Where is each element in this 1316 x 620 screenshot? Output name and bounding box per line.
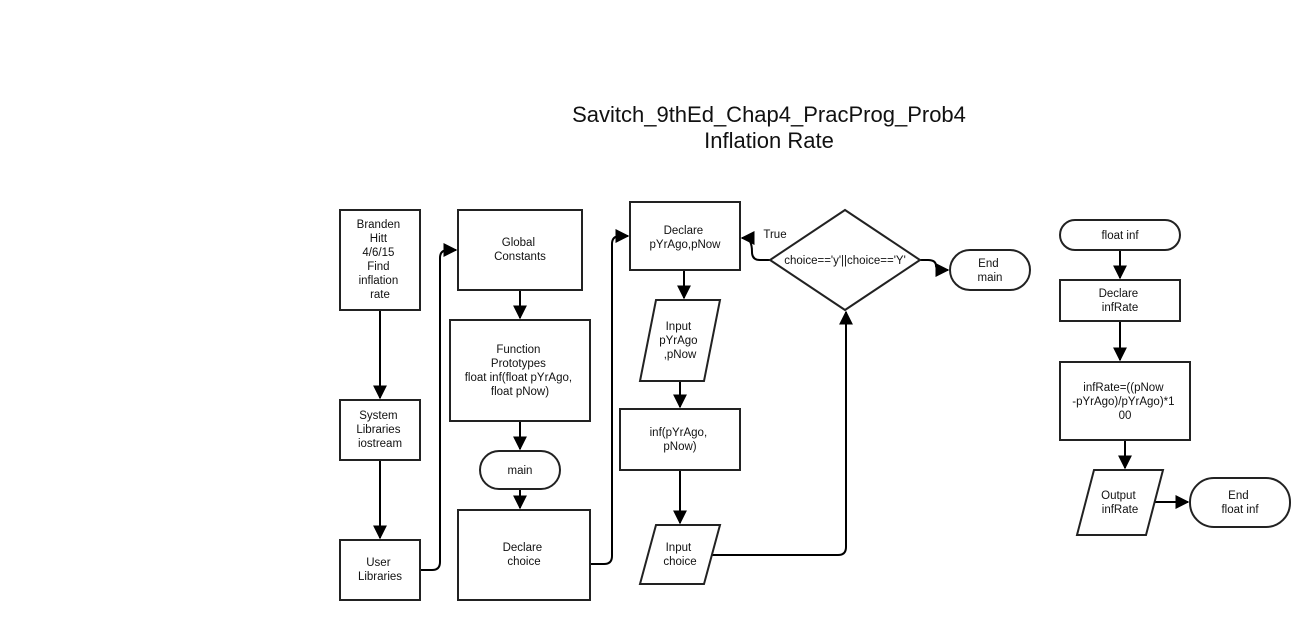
node-declare-choice-text: Declare choice: [503, 542, 546, 568]
node-global-constants-text: Global Constants: [494, 237, 546, 263]
node-output-infrate-text: Output infRate: [1101, 490, 1139, 516]
node-declare-choice: Declare choice: [457, 509, 591, 601]
node-output-infrate: Output infRate: [1075, 469, 1165, 536]
edge-label-true: True: [763, 229, 786, 241]
edge-decision-true-loop: [740, 231, 770, 261]
node-compute-infrate: infRate=((pNow -pYrAgo)/pYrAgo)*1 00: [1059, 361, 1191, 441]
node-declare-infrate-text: Declare infRate: [1099, 288, 1142, 314]
node-input-prices-text: Input pYrAgo ,pNow: [659, 321, 701, 361]
node-main-start-text: main: [508, 465, 533, 477]
node-header-comment-text: Branden Hitt 4/6/15 Find inflation rate: [357, 219, 404, 301]
node-user-libraries-text: User Libraries: [358, 557, 402, 583]
diagram-title-line2: Inflation Rate: [704, 128, 834, 153]
node-end-float-inf-text: End float inf: [1221, 490, 1259, 516]
diagram-title-line1: Savitch_9thEd_Chap4_PracProg_Prob4: [572, 102, 966, 127]
node-system-libraries-text: System Libraries iostream: [356, 410, 403, 450]
edge-decision-to-end-main: [920, 259, 950, 277]
node-float-inf-start-text: float inf: [1101, 230, 1139, 242]
edge-input-choice-to-decision: [710, 310, 853, 556]
node-float-inf-start: float inf: [1059, 219, 1181, 251]
node-function-prototypes: Function Prototypes float inf(float pYrA…: [449, 319, 591, 422]
node-decision-choice-text: choice=='y'||choice=='Y': [784, 255, 906, 267]
node-end-main: End main: [949, 249, 1031, 291]
edge-declare-choice-to-declare-prices: [590, 229, 630, 565]
node-end-float-inf: End float inf: [1189, 477, 1291, 528]
node-input-prices: Input pYrAgo ,pNow: [638, 299, 722, 382]
node-header-comment: Branden Hitt 4/6/15 Find inflation rate: [339, 209, 421, 311]
node-call-inf-text: inf(pYrAgo, pNow): [650, 427, 711, 453]
node-compute-infrate-text: infRate=((pNow -pYrAgo)/pYrAgo)*1 00: [1072, 382, 1177, 422]
node-call-inf: inf(pYrAgo, pNow): [619, 408, 741, 471]
node-end-main-text: End main: [978, 258, 1003, 284]
node-input-choice-text: Input choice: [663, 542, 696, 568]
node-user-libraries: User Libraries: [339, 539, 421, 601]
node-main-start: main: [479, 450, 561, 490]
node-input-choice: Input choice: [638, 524, 722, 585]
edges: [373, 229, 1190, 571]
node-decision-choice: choice=='y'||choice=='Y': [768, 208, 922, 312]
node-system-libraries: System Libraries iostream: [339, 399, 421, 461]
node-function-prototypes-text: Function Prototypes float inf(float pYrA…: [465, 344, 576, 398]
node-declare-infrate: Declare infRate: [1059, 279, 1181, 322]
node-global-constants: Global Constants: [457, 209, 583, 291]
node-declare-prices: Declare pYrAgo,pNow: [629, 201, 741, 271]
node-declare-prices-text: Declare pYrAgo,pNow: [650, 225, 722, 251]
edge-user-to-global: [420, 243, 458, 571]
